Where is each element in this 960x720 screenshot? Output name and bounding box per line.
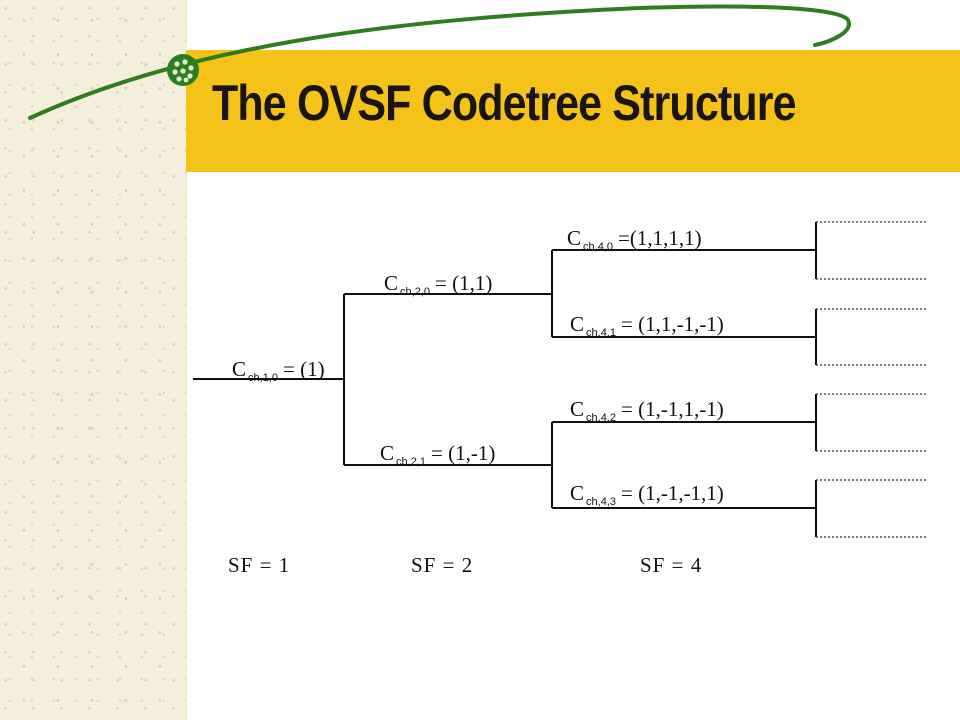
logo-dot-cluster-icon <box>167 54 199 86</box>
swoosh-line <box>28 4 851 120</box>
tree-edges <box>193 222 817 537</box>
title-band <box>186 50 960 172</box>
sidebar-divider <box>186 0 187 720</box>
sf-label-4: SF = 4 <box>640 553 702 577</box>
sf-label-2: SF = 2 <box>411 553 473 577</box>
sf-label-1: SF = 1 <box>228 553 290 577</box>
decorative-sidebar-pattern <box>0 0 186 720</box>
decorative-swoosh <box>28 4 851 120</box>
slide-title: The OVSF Codetree Structure <box>212 75 797 131</box>
continuation-edges <box>816 221 928 538</box>
